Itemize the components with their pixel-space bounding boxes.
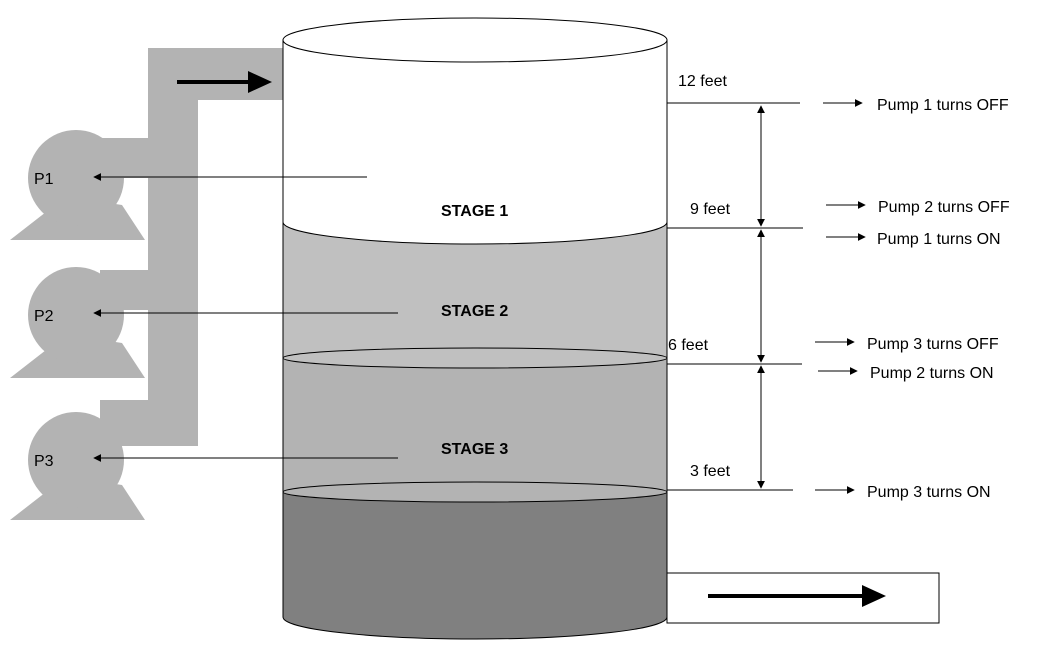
action-label-3: Pump 1 turns ON: [877, 231, 1001, 248]
level-label-9: 9 feet: [690, 201, 731, 218]
inlet-piping: [100, 48, 283, 446]
pump-p1: [10, 130, 160, 240]
pump-p3: [10, 404, 160, 520]
action-label-6: Pump 3 turns ON: [867, 484, 991, 501]
pump-label-p1: P1: [34, 171, 54, 188]
action-label-2: Pump 2 turns OFF: [878, 199, 1010, 216]
stage-2-label: STAGE 2: [441, 303, 508, 320]
pump-label-p2: P2: [34, 308, 54, 325]
stage-3-label: STAGE 3: [441, 441, 508, 458]
pump-label-p3: P3: [34, 453, 54, 470]
outlet-flow-arrow: [708, 585, 886, 607]
action-label-5: Pump 2 turns ON: [870, 365, 994, 382]
action-label-4: Pump 3 turns OFF: [867, 336, 999, 353]
level-label-6: 6 feet: [668, 337, 709, 354]
level-label-3: 3 feet: [690, 463, 731, 480]
level-label-12: 12 feet: [678, 73, 727, 90]
stage-1-label: STAGE 1: [441, 203, 508, 220]
tank-stage-1: [282, 17, 668, 245]
tank-stage-3: [282, 357, 668, 503]
tank-bottom: [282, 491, 668, 640]
action-label-1: Pump 1 turns OFF: [877, 97, 1009, 114]
inlet-flow-arrow: [177, 71, 272, 93]
tank-stage-2: [282, 221, 668, 369]
pump-p2: [10, 267, 160, 378]
